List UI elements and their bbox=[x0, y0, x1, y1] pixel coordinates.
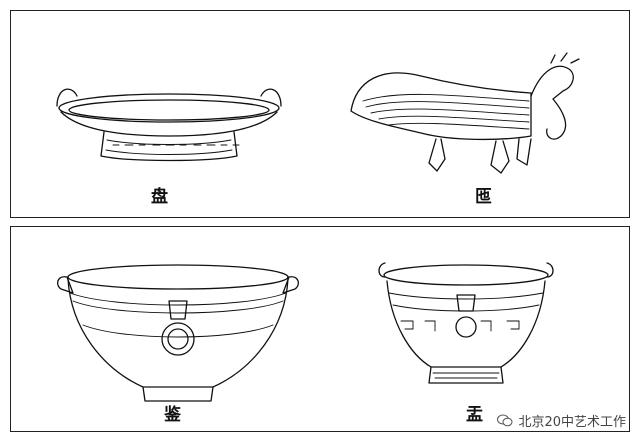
top-panel: 盘 匜 bbox=[10, 10, 630, 218]
yu-vessel-drawing bbox=[378, 262, 554, 384]
watermark: 北京20中艺术工作 bbox=[497, 411, 626, 430]
yu-label: 盂 bbox=[466, 405, 483, 425]
yi-vessel-drawing bbox=[350, 52, 580, 174]
bottom-panel: 鉴 盂 bbox=[10, 226, 630, 432]
watermark-text: 北京20中艺术工作 bbox=[518, 415, 626, 430]
pan-vessel-drawing bbox=[56, 88, 282, 162]
pan-label: 盘 bbox=[151, 187, 168, 207]
wechat-icon bbox=[497, 414, 513, 427]
jian-vessel-drawing bbox=[56, 264, 300, 402]
jian-label: 鉴 bbox=[164, 405, 181, 425]
yi-label: 匜 bbox=[475, 187, 492, 207]
